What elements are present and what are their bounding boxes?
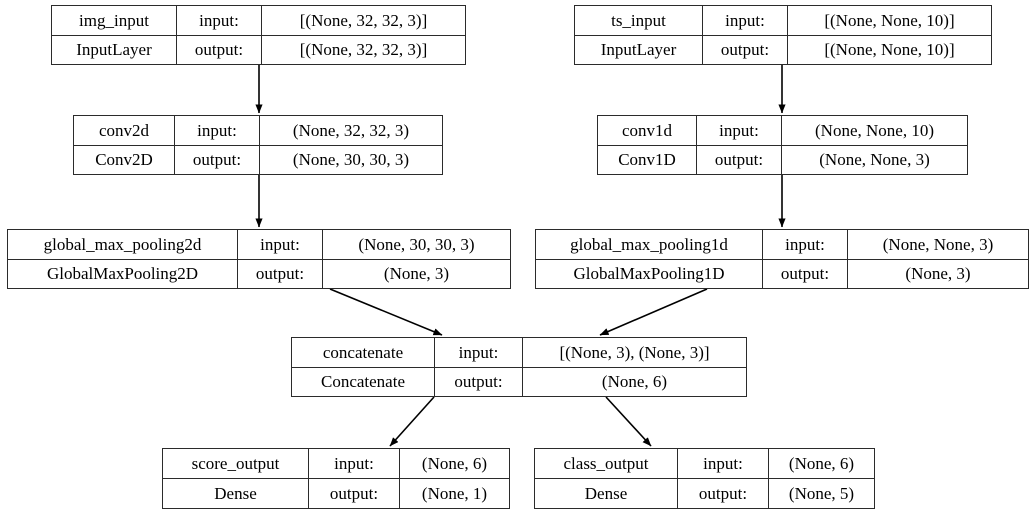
- class_output-input-shape: (None, 6): [788, 454, 855, 473]
- global_max_pooling1d-output-label: output:: [763, 259, 848, 288]
- class_output-output-label: output:: [678, 479, 769, 508]
- conv2d-input-shape: (None, 32, 32, 3): [292, 120, 410, 140]
- score_output-layer-class: Dense: [163, 479, 309, 508]
- ts_input-input-label: input:: [703, 6, 788, 35]
- conv1d-output-label: output:: [697, 145, 782, 174]
- class_output-layer-class: Dense: [535, 479, 678, 508]
- ts_input-output-label: output:: [703, 35, 788, 64]
- conv1d-layer-class: Conv1D: [598, 145, 697, 174]
- global_max_pooling1d-layer-name: global_max_pooling1d: [536, 230, 763, 259]
- global_max_pooling2d-input-label: input:: [238, 230, 323, 259]
- global_max_pooling1d-input-label: input:: [763, 230, 848, 259]
- concatenate-layer-class: Concatenate: [292, 367, 435, 396]
- conv1d-layer-name: conv1d: [598, 116, 697, 145]
- conv2d-layer-class: Conv2D: [74, 145, 175, 174]
- conv2d-output-label: output:: [175, 145, 260, 174]
- global_max_pooling2d-output-shape: (None, 3): [383, 264, 450, 284]
- global_max_pooling1d-layer-class: GlobalMaxPooling1D: [536, 259, 763, 288]
- conv2d-output-shape: (None, 30, 30, 3): [292, 150, 410, 170]
- edge-arrow-concatenate-to-class: [605, 396, 652, 447]
- ts_input-input-shape: [(None, None, 10)]: [824, 10, 955, 30]
- ts_input-layer-class: InputLayer: [575, 35, 703, 64]
- score_output-output-shape: (None, 1): [421, 484, 488, 503]
- img_input-layer-class: InputLayer: [52, 35, 177, 64]
- class_output-output-shape: (None, 5): [788, 484, 855, 503]
- ts_input-output-shape: [(None, None, 10)]: [824, 40, 955, 60]
- ts_input-layer-name: ts_input: [575, 6, 703, 35]
- conv2d-layer-name: conv2d: [74, 116, 175, 145]
- class_output-input-label: input:: [678, 449, 769, 478]
- global_max_pooling2d-input-shape: (None, 30, 30, 3): [358, 234, 475, 254]
- edge-arrow-pool1d-to-concatenate: [599, 288, 708, 336]
- img_input-input-label: input:: [177, 6, 262, 35]
- conv1d-input-shape: (None, None, 10): [815, 120, 934, 140]
- global_max_pooling1d-output-shape: (None, 3): [905, 264, 971, 284]
- global_max_pooling2d-layer-name: global_max_pooling2d: [8, 230, 238, 259]
- img_input-layer-name: img_input: [52, 6, 177, 35]
- conv1d-input-label: input:: [697, 116, 782, 145]
- score_output-input-label: input:: [309, 449, 400, 478]
- global_max_pooling2d-output-label: output:: [238, 259, 323, 288]
- concatenate-input-label: input:: [435, 338, 523, 367]
- img_input-output-shape: [(None, 32, 32, 3)]: [299, 40, 428, 60]
- img_input-output-label: output:: [177, 35, 262, 64]
- score_output-input-shape: (None, 6): [421, 454, 488, 473]
- edge-arrow-concatenate-to-score: [389, 396, 435, 447]
- score_output-layer-name: score_output: [163, 449, 309, 478]
- img_input-input-shape: [(None, 32, 32, 3)]: [299, 10, 428, 30]
- conv2d-input-label: input:: [175, 116, 260, 145]
- global_max_pooling1d-input-shape: (None, None, 3): [882, 234, 994, 254]
- conv1d-output-shape: (None, None, 3): [819, 150, 930, 170]
- concatenate-output-shape: (None, 6): [601, 372, 668, 392]
- concatenate-input-shape: [(None, 3), (None, 3)]: [559, 342, 710, 362]
- score_output-output-label: output:: [309, 479, 400, 508]
- concatenate-layer-name: concatenate: [292, 338, 435, 367]
- edge-arrow-pool2d-to-concatenate: [329, 288, 443, 336]
- class_output-layer-name: class_output: [535, 449, 678, 478]
- concatenate-output-label: output:: [435, 367, 523, 396]
- global_max_pooling2d-layer-class: GlobalMaxPooling2D: [8, 259, 238, 288]
